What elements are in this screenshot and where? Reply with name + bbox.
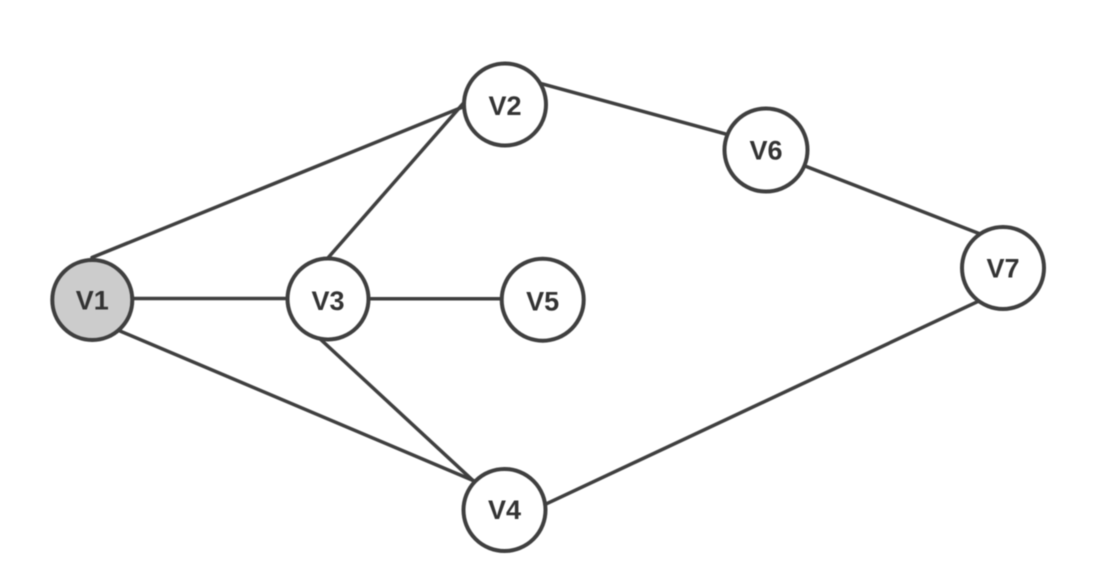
svg-text:V7: V7 xyxy=(986,254,1019,284)
svg-text:V1: V1 xyxy=(76,286,109,316)
svg-text:V3: V3 xyxy=(311,286,344,316)
svg-text:V2: V2 xyxy=(488,91,521,121)
svg-text:V6: V6 xyxy=(749,136,782,166)
svg-text:V4: V4 xyxy=(488,495,521,525)
svg-text:V5: V5 xyxy=(526,286,559,316)
